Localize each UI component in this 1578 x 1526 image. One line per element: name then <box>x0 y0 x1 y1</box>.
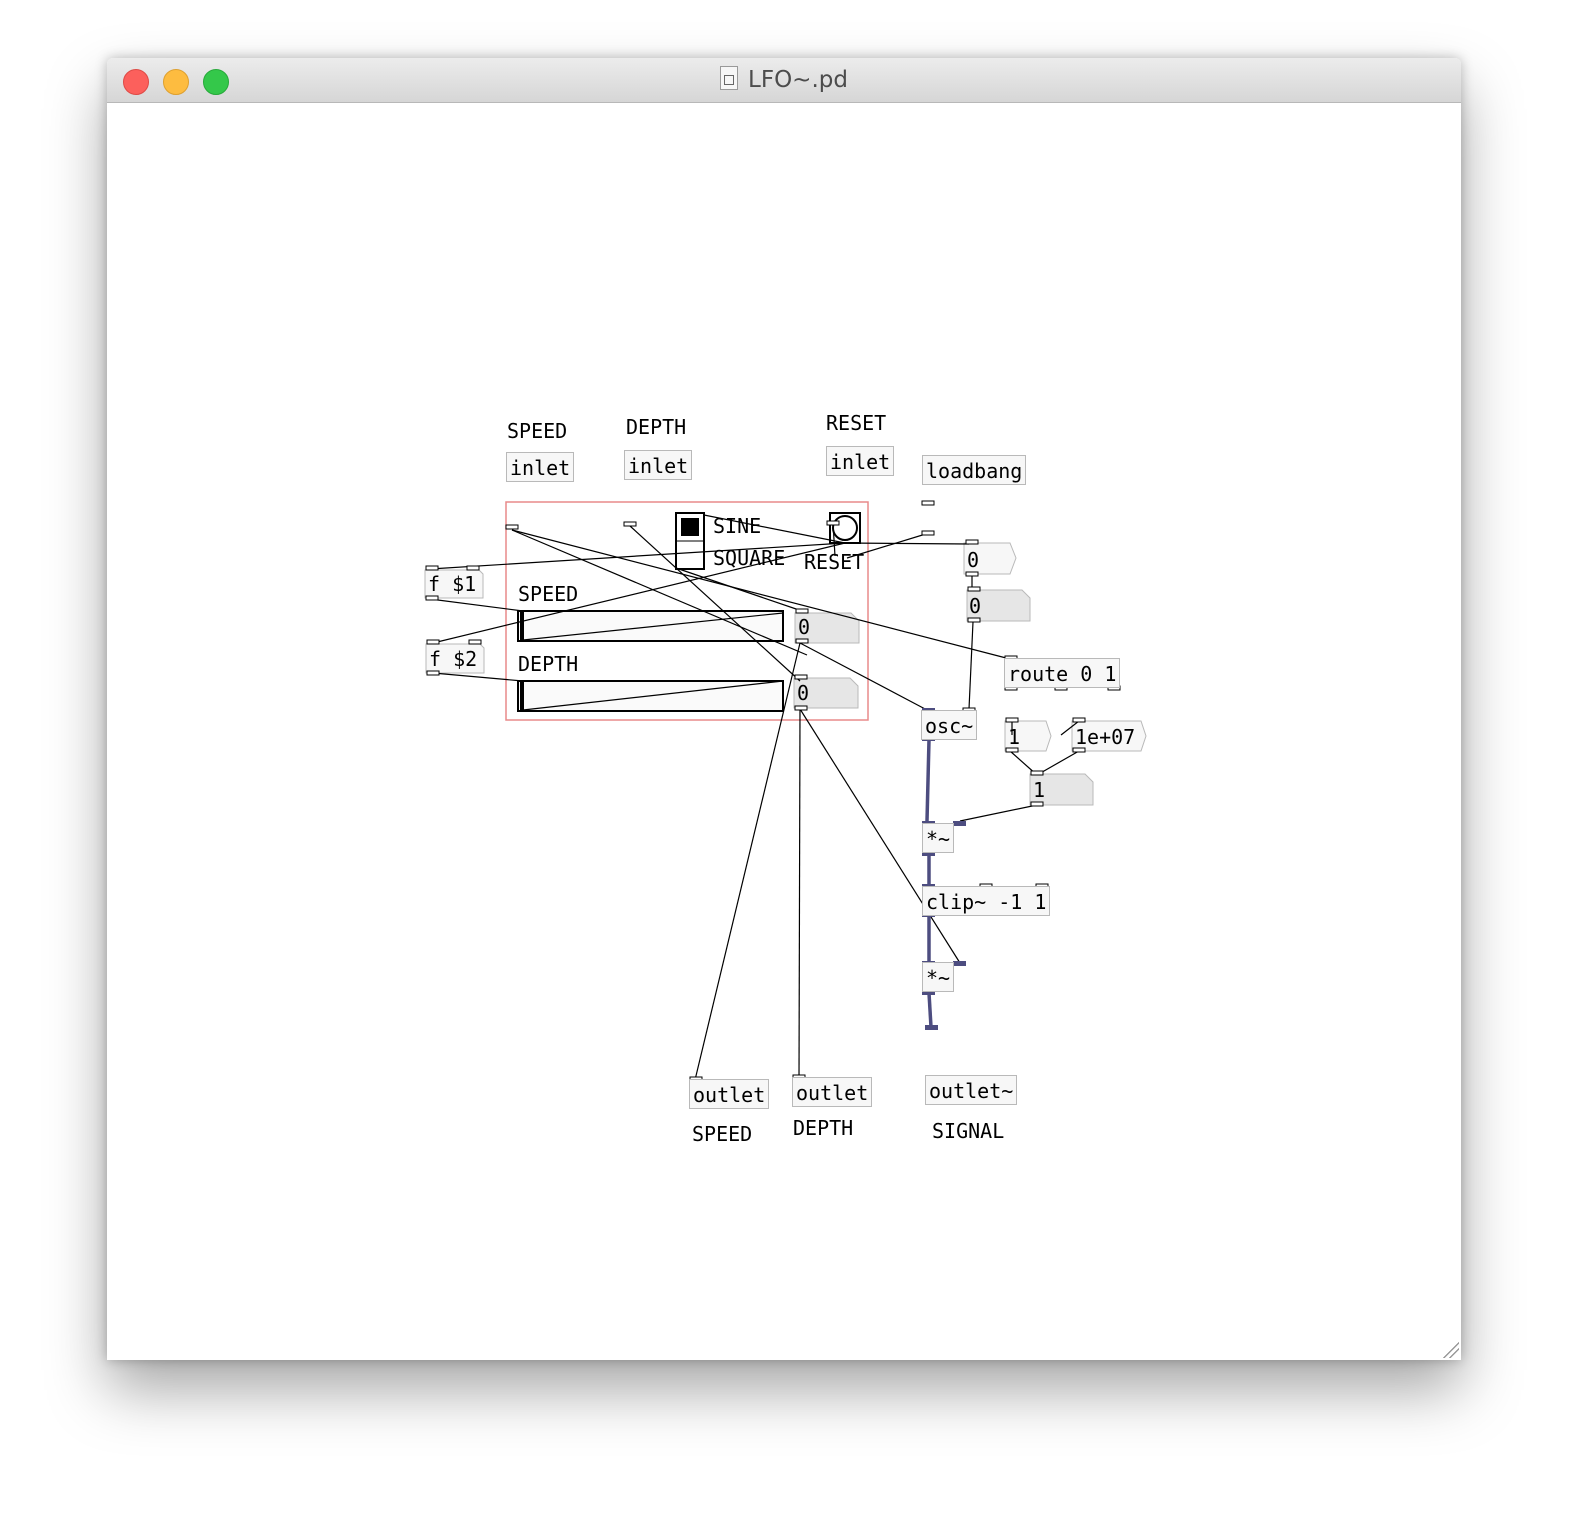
patch-canvas[interactable]: SPEED inlet DEPTH inlet RESET inlet load… <box>107 103 1461 1360</box>
speed-number[interactable]: 0 <box>798 615 811 639</box>
patch-connections <box>424 500 1147 1082</box>
bang-label-reset: RESET <box>804 550 865 574</box>
app-window: LFO~.pd <box>107 58 1461 1360</box>
inlet-depth-label: DEPTH <box>626 415 687 439</box>
close-button[interactable] <box>123 69 149 95</box>
radio-label-square: SQUARE <box>713 546 786 570</box>
inlet-speed[interactable]: inlet <box>506 452 575 482</box>
speed-number-bg[interactable] <box>794 612 860 644</box>
inlet-reset[interactable]: inlet <box>826 446 895 476</box>
atom-mult[interactable]: 1 <box>1033 778 1046 802</box>
bang-box[interactable] <box>829 512 861 544</box>
outlet-signal[interactable]: outlet~ <box>925 1075 1018 1105</box>
mult-object-1[interactable]: *~ <box>922 823 955 853</box>
control-cords <box>429 514 1080 1081</box>
outlet-speed-label: SPEED <box>692 1122 753 1146</box>
outlet-signal-label: SIGNAL <box>932 1119 1005 1143</box>
loadbang-object[interactable]: loadbang <box>922 455 1027 485</box>
atom-top1-bg[interactable] <box>963 542 1017 575</box>
depth-number[interactable]: 0 <box>797 681 810 705</box>
window-title-text: LFO~.pd <box>748 67 848 93</box>
radio-selected-mark <box>681 518 699 536</box>
msg-1[interactable]: 1 <box>1008 725 1021 749</box>
atom-top2-bg[interactable] <box>966 589 1031 622</box>
mult-object-2[interactable]: *~ <box>922 962 955 992</box>
window-title: LFO~.pd <box>107 66 1461 93</box>
depth-number-bg[interactable] <box>793 677 859 709</box>
title-bar: LFO~.pd <box>107 58 1461 103</box>
msg-f2[interactable]: f $2 <box>429 647 478 671</box>
msg-1e07[interactable]: 1e+07 <box>1075 725 1136 749</box>
outlet-depth[interactable]: outlet <box>792 1077 873 1107</box>
depth-slider-label: DEPTH <box>518 652 579 676</box>
msg-1e07-bg[interactable] <box>1071 720 1147 752</box>
msg-f1[interactable]: f $1 <box>428 572 477 596</box>
atom-mult-bg[interactable] <box>1029 773 1094 806</box>
gop-frame <box>505 501 869 721</box>
clip-object[interactable]: clip~ -1 1 <box>922 886 1051 916</box>
inlet-reset-label: RESET <box>826 411 887 435</box>
msg-1-bg[interactable] <box>1004 720 1052 752</box>
inlet-depth[interactable]: inlet <box>624 450 693 480</box>
route-object[interactable]: route 0 1 <box>1004 658 1121 688</box>
resize-grip[interactable] <box>1441 1340 1459 1358</box>
outlet-depth-label: DEPTH <box>793 1116 854 1140</box>
zoom-button[interactable] <box>203 69 229 95</box>
speed-slider-label: SPEED <box>518 582 579 606</box>
inlet-speed-label: SPEED <box>507 419 568 443</box>
atom-top2[interactable]: 0 <box>969 594 982 618</box>
outlet-speed[interactable]: outlet <box>689 1079 770 1109</box>
document-icon <box>720 66 739 90</box>
atom-top1[interactable]: 0 <box>967 548 980 572</box>
minimize-button[interactable] <box>163 69 189 95</box>
signal-cords <box>925 739 933 1028</box>
radio-label-sine: SINE <box>713 514 762 538</box>
osc-object[interactable]: osc~ <box>921 710 978 740</box>
